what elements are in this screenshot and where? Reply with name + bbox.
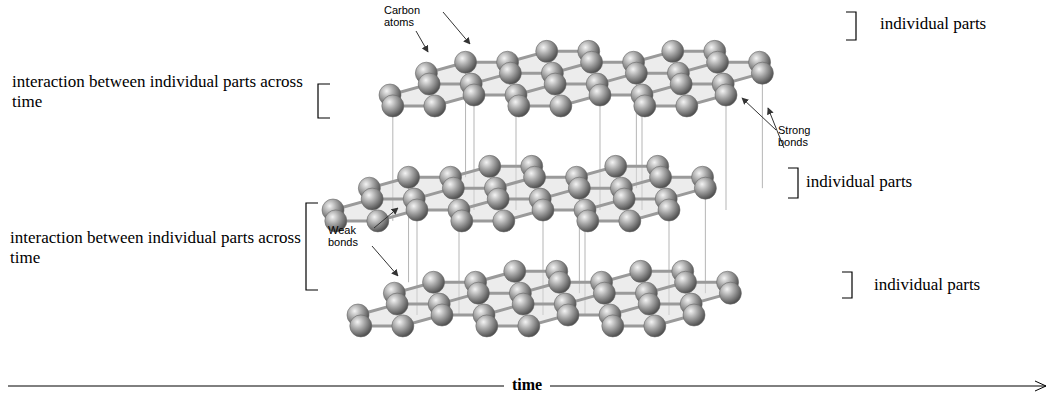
carbon-atom bbox=[638, 293, 660, 315]
interaction-label: interaction between individual parts acr… bbox=[10, 228, 302, 267]
carbon-atom bbox=[589, 84, 611, 106]
carbon-atom bbox=[406, 199, 428, 221]
leader-line bbox=[416, 31, 428, 52]
carbon-atom bbox=[487, 188, 509, 210]
interaction-label: interaction between individual parts acr… bbox=[12, 72, 312, 111]
weak-bond bbox=[705, 188, 706, 293]
carbon-atom bbox=[499, 62, 521, 84]
carbon-atom bbox=[512, 293, 534, 315]
carbon-atom bbox=[676, 95, 698, 117]
callout-label: Strong bonds bbox=[778, 124, 830, 148]
carbon-atom bbox=[634, 95, 656, 117]
weak-bond bbox=[762, 73, 763, 188]
carbon-atom bbox=[504, 260, 526, 282]
carbon-atom bbox=[719, 282, 741, 304]
carbon-atom bbox=[536, 40, 558, 62]
part-label: individual parts bbox=[874, 275, 980, 295]
callout-label: Carbon atoms bbox=[384, 4, 442, 28]
carbon-atom bbox=[605, 155, 627, 177]
carbon-atom bbox=[350, 315, 372, 337]
carbon-atom bbox=[568, 177, 590, 199]
carbon-atom bbox=[392, 315, 414, 337]
carbon-atom bbox=[442, 177, 464, 199]
carbon-atom bbox=[644, 315, 666, 337]
carbon-atom bbox=[602, 315, 624, 337]
carbon-atom bbox=[479, 155, 501, 177]
carbon-atom bbox=[619, 210, 641, 232]
carbon-atom bbox=[476, 315, 498, 337]
carbon-atom bbox=[662, 40, 684, 62]
carbon-atom bbox=[613, 188, 635, 210]
brackets bbox=[306, 12, 856, 298]
carbon-atom bbox=[625, 62, 647, 84]
carbon-atom bbox=[518, 315, 540, 337]
carbon-atom bbox=[658, 199, 680, 221]
carbon-atom bbox=[386, 293, 408, 315]
carbon-atom bbox=[715, 84, 737, 106]
carbon-atom bbox=[398, 166, 420, 188]
weak-bond bbox=[726, 95, 727, 210]
bracket bbox=[846, 12, 856, 40]
carbon-atom bbox=[524, 166, 546, 188]
carbon-atom bbox=[361, 188, 383, 210]
axis-label: time bbox=[504, 376, 550, 394]
carbon-layer bbox=[347, 260, 741, 337]
carbon-atom bbox=[557, 304, 579, 326]
carbon-atom bbox=[382, 95, 404, 117]
carbon-layer bbox=[379, 40, 773, 117]
carbon-atom bbox=[670, 73, 692, 95]
carbon-atom bbox=[751, 62, 773, 84]
carbon-atom bbox=[418, 73, 440, 95]
carbon-atom bbox=[463, 84, 485, 106]
leader-line bbox=[374, 208, 398, 228]
leader-lines bbox=[372, 12, 784, 276]
carbon-atom bbox=[508, 95, 530, 117]
carbon-atom bbox=[424, 95, 446, 117]
carbon-atom bbox=[577, 210, 599, 232]
carbon-atom bbox=[451, 210, 473, 232]
part-label: individual parts bbox=[880, 14, 986, 34]
carbon-atom bbox=[455, 51, 477, 73]
carbon-atom bbox=[683, 304, 705, 326]
bracket bbox=[788, 168, 798, 198]
carbon-atom bbox=[549, 271, 571, 293]
bracket bbox=[318, 84, 330, 118]
carbon-atom bbox=[650, 166, 672, 188]
part-label: individual parts bbox=[806, 172, 912, 192]
carbon-atom bbox=[581, 51, 603, 73]
carbon-atom bbox=[675, 271, 697, 293]
bracket bbox=[842, 272, 852, 298]
bracket bbox=[306, 203, 318, 290]
leader-line bbox=[372, 246, 398, 276]
carbon-atom bbox=[707, 51, 729, 73]
carbon-atom bbox=[593, 282, 615, 304]
carbon-atom bbox=[532, 199, 554, 221]
carbon-atom bbox=[544, 73, 566, 95]
carbon-atom bbox=[694, 177, 716, 199]
leader-line bbox=[443, 12, 470, 44]
callout-label: Weak bonds bbox=[328, 224, 374, 248]
graphite-layers bbox=[322, 40, 773, 337]
carbon-atom bbox=[467, 282, 489, 304]
carbon-layer bbox=[322, 155, 716, 232]
carbon-atom bbox=[493, 210, 515, 232]
carbon-atom bbox=[367, 210, 389, 232]
carbon-atom bbox=[431, 304, 453, 326]
carbon-atom bbox=[550, 95, 572, 117]
carbon-atom bbox=[630, 260, 652, 282]
carbon-atom bbox=[423, 271, 445, 293]
